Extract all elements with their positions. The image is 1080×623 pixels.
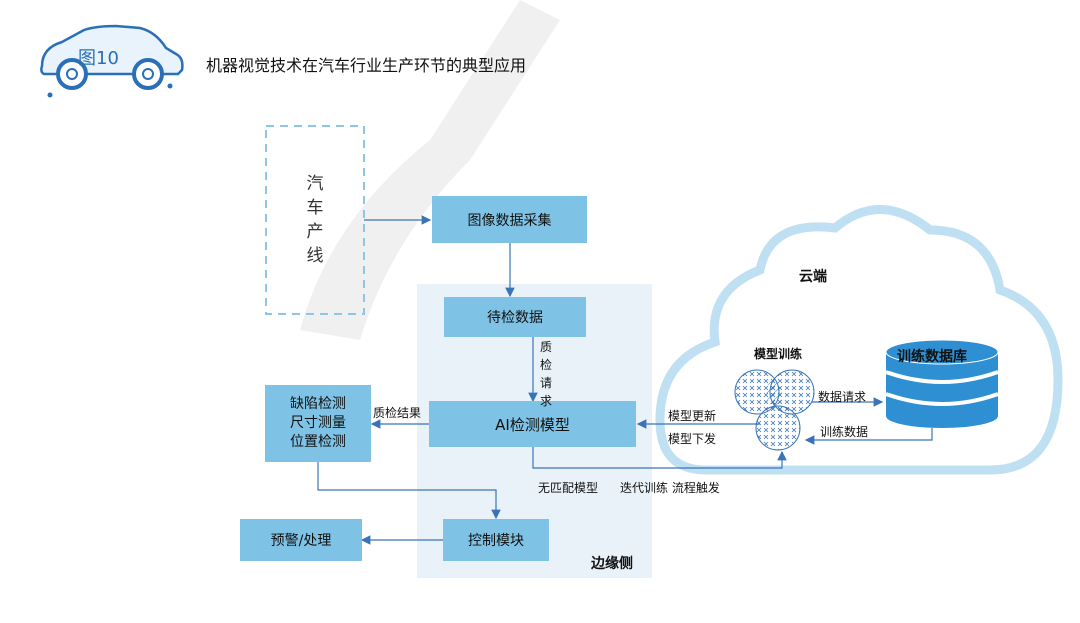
detection-item-position: 位置检测 bbox=[290, 434, 346, 450]
pending-data-box: 待检数据 bbox=[444, 297, 586, 337]
model-update-label: 模型更新 bbox=[668, 409, 717, 423]
model-deploy-label: 模型下发 bbox=[668, 432, 717, 446]
cloud-label: 云端 bbox=[799, 269, 827, 285]
detection-item-size: 尺寸测量 bbox=[290, 415, 346, 431]
control-module-box: 控制模块 bbox=[443, 519, 549, 561]
car-icon bbox=[40, 24, 184, 98]
edge-side-label: 边缘侧 bbox=[591, 556, 633, 572]
arrow-model-to-training bbox=[532, 447, 787, 469]
quality-result-label: 质检结果 bbox=[373, 406, 422, 420]
arrow-detection-to-control bbox=[317, 462, 501, 520]
ai-model-box: AI检测模型 bbox=[429, 401, 636, 447]
quality-request-label: 质检请求 bbox=[539, 340, 552, 408]
model-training-label: 模型训练 bbox=[754, 347, 803, 361]
cloud-shape bbox=[655, 205, 1063, 475]
image-capture-box: 图像数据采集 bbox=[432, 196, 587, 243]
no-match-label: 无匹配模型 bbox=[538, 481, 599, 495]
training-data-label: 训练数据 bbox=[820, 425, 869, 439]
iterative-trigger-label: 迭代训练 流程触发 bbox=[620, 481, 720, 495]
figure-title: 机器视觉技术在汽车行业生产环节的典型应用 bbox=[206, 56, 527, 75]
database-icon bbox=[885, 339, 999, 428]
figure-label: 图10 bbox=[78, 48, 119, 69]
production-line-box bbox=[265, 125, 365, 315]
model-training-icon bbox=[734, 369, 815, 451]
data-request-label: 数据请求 bbox=[818, 390, 867, 404]
detection-box: 缺陷检测 尺寸测量 位置检测 bbox=[265, 385, 371, 462]
training-db-label: 训练数据库 bbox=[897, 349, 967, 365]
arrow-db-to-training bbox=[804, 428, 933, 445]
alarm-box: 预警/处理 bbox=[240, 519, 362, 561]
production-line-label: 汽车产线 bbox=[306, 174, 324, 266]
detection-item-defect: 缺陷检测 bbox=[290, 396, 346, 412]
